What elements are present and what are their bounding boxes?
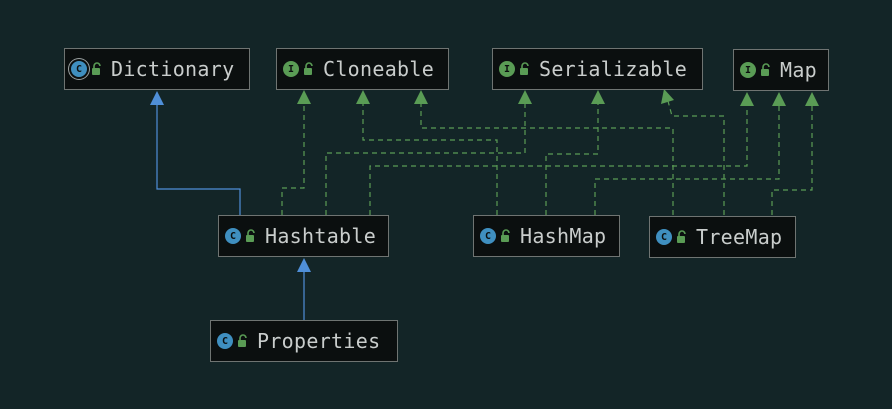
class-icon: C: [225, 228, 241, 244]
interface-icon: I: [499, 61, 515, 77]
node-label: HashMap: [520, 224, 607, 248]
unlocked-padlock-icon: [761, 63, 770, 76]
class-icon: C: [656, 229, 672, 245]
node-label: Dictionary: [111, 57, 235, 81]
node-label: Map: [780, 58, 818, 82]
unlocked-padlock-icon: [520, 62, 529, 75]
node-serializable[interactable]: I Serializable: [492, 48, 703, 90]
unlocked-padlock-icon: [677, 230, 686, 243]
edge-hashmap-implements-map: [594, 92, 786, 215]
unlocked-padlock-icon: [238, 334, 247, 347]
unlocked-padlock-icon: [304, 62, 313, 75]
node-properties[interactable]: C Properties: [210, 320, 398, 362]
node-label: Hashtable: [265, 224, 377, 248]
unlocked-padlock-icon: [246, 229, 255, 242]
node-map[interactable]: I Map: [733, 49, 829, 91]
node-hashmap[interactable]: C HashMap: [473, 215, 620, 257]
edge-treemap-implements-cloneable: [414, 90, 674, 215]
edge-treemap-implements-serializable: [661, 89, 725, 215]
interface-icon: I: [283, 61, 299, 77]
node-dictionary[interactable]: C Dictionary: [64, 48, 250, 90]
unlocked-padlock-icon: [92, 62, 101, 75]
node-label: TreeMap: [696, 225, 783, 249]
edge-hashtable-implements-serializable: [325, 90, 532, 215]
abstract-class-icon: C: [71, 61, 87, 77]
node-treemap[interactable]: C TreeMap: [649, 216, 796, 258]
edge-hashmap-implements-cloneable: [356, 90, 498, 215]
unlocked-padlock-icon: [501, 229, 510, 242]
class-icon: C: [480, 228, 496, 244]
node-label: Properties: [257, 329, 381, 353]
interface-icon: I: [740, 62, 756, 78]
edge-properties-extends-hashtable: [297, 258, 311, 320]
node-cloneable[interactable]: I Cloneable: [276, 48, 449, 90]
node-hashtable[interactable]: C Hashtable: [218, 215, 389, 257]
edge-hashtable-implements-map: [369, 92, 754, 215]
edge-hashtable-extends-dictionary: [150, 91, 241, 215]
edge-hashtable-implements-cloneable: [281, 90, 311, 215]
edge-treemap-implements-map: [771, 92, 819, 215]
class-icon: C: [217, 333, 233, 349]
edge-hashmap-implements-serializable: [545, 90, 605, 215]
node-label: Serializable: [539, 57, 688, 81]
node-label: Cloneable: [323, 57, 435, 81]
